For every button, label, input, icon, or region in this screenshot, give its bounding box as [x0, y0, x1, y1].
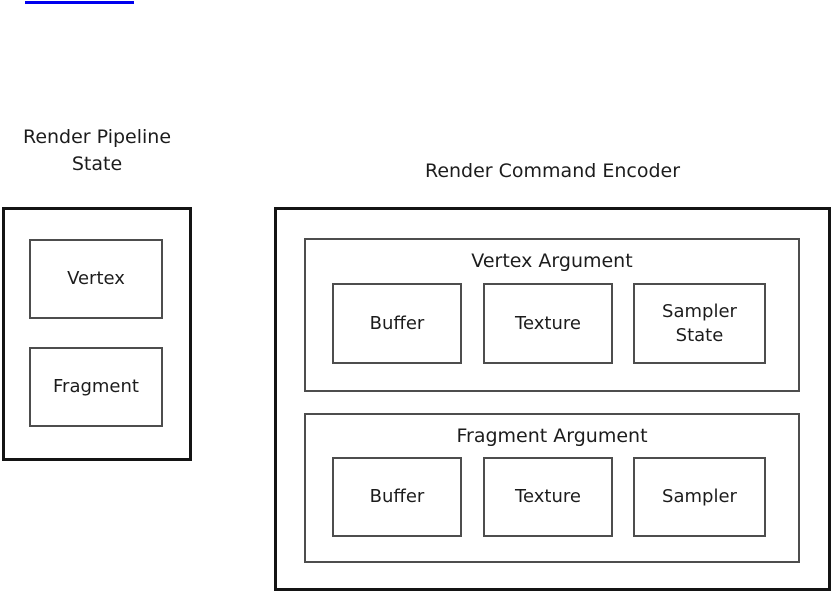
vertex-stage-label: Vertex [67, 268, 125, 289]
fragment-stage-label: Fragment [53, 376, 139, 397]
fragment-sampler-label: Sampler [662, 486, 737, 507]
vertex-sampler-state-box: Sampler State [633, 283, 766, 364]
fragment-sampler-box: Sampler [633, 457, 766, 537]
fragment-buffer-label: Buffer [369, 486, 425, 507]
pipeline-state-title-line1: Render Pipeline [22, 126, 172, 148]
fragment-stage-box: Fragment [29, 347, 163, 427]
fragment-argument-title: Fragment Argument [456, 425, 648, 447]
vertex-argument-title: Vertex Argument [471, 250, 633, 272]
truncated-link-underline[interactable] [25, 1, 134, 4]
vertex-sampler-state-label: Sampler State [662, 300, 737, 346]
command-encoder-title: Render Command Encoder [424, 160, 681, 182]
vertex-stage-box: Vertex [29, 239, 163, 319]
pipeline-state-title: Render Pipeline State [0, 124, 194, 178]
vertex-buffer-box: Buffer [332, 283, 462, 364]
fragment-texture-label: Texture [515, 486, 581, 507]
fragment-buffer-box: Buffer [332, 457, 462, 537]
pipeline-state-title-line2: State [71, 153, 123, 175]
vertex-texture-box: Texture [483, 283, 613, 364]
vertex-texture-label: Texture [515, 312, 581, 334]
vertex-buffer-label: Buffer [369, 312, 425, 334]
fragment-texture-box: Texture [483, 457, 613, 537]
